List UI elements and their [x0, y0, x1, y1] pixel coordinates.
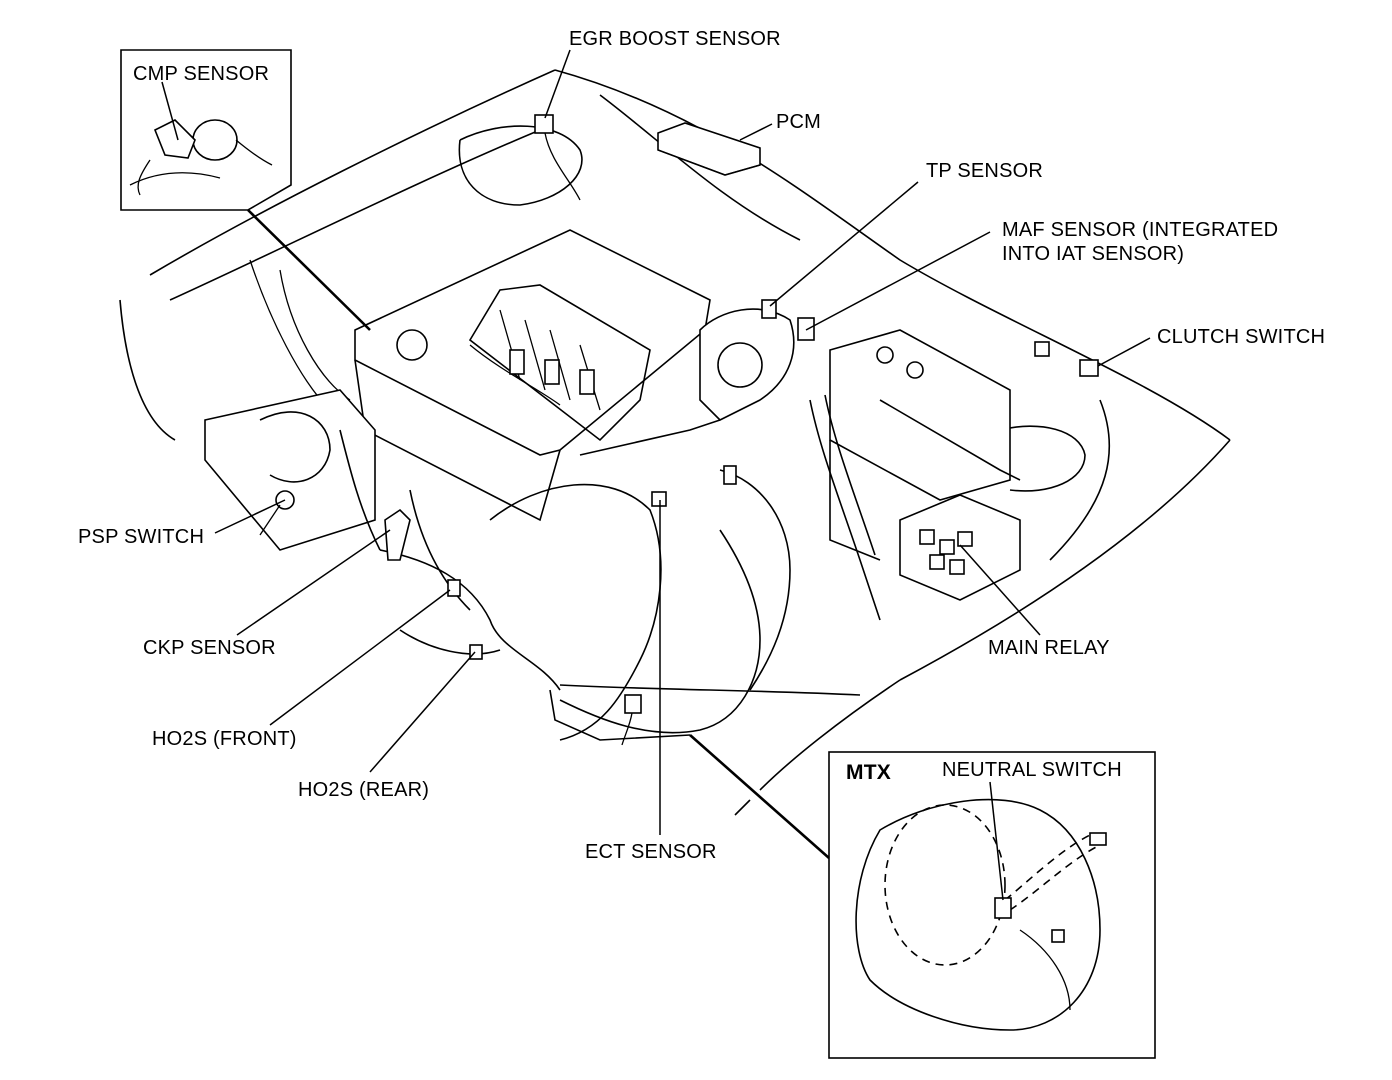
label-maf-sensor-line2: INTO IAT SENSOR) [1002, 243, 1184, 265]
cmp-sensor-inset [120, 49, 371, 331]
leader-lines [161, 49, 1151, 901]
label-egr-boost-sensor: EGR BOOST SENSOR [569, 28, 781, 50]
engine-assembly [204, 229, 1021, 741]
component-labels: CMP SENSOR EGR BOOST SENSOR PCM TP SENSO… [78, 28, 1325, 863]
label-maf-sensor-line1: MAF SENSOR (INTEGRATED [1002, 219, 1278, 241]
label-ect-sensor: ECT SENSOR [585, 841, 717, 863]
label-tp-sensor: TP SENSOR [926, 160, 1043, 182]
label-ckp-sensor: CKP SENSOR [143, 637, 276, 659]
label-ho2s-front: HO2S (FRONT) [152, 728, 297, 750]
label-main-relay: MAIN RELAY [988, 637, 1110, 659]
label-clutch-switch: CLUTCH SWITCH [1157, 326, 1325, 348]
label-neutral-switch: NEUTRAL SWITCH [942, 759, 1122, 781]
label-psp-switch: PSP SWITCH [78, 526, 204, 548]
label-ho2s-rear: HO2S (REAR) [298, 779, 429, 801]
label-pcm: PCM [776, 111, 821, 133]
label-cmp-sensor: CMP SENSOR [133, 63, 269, 85]
label-mtx: MTX [846, 761, 891, 784]
mtx-inset [689, 734, 1156, 1059]
